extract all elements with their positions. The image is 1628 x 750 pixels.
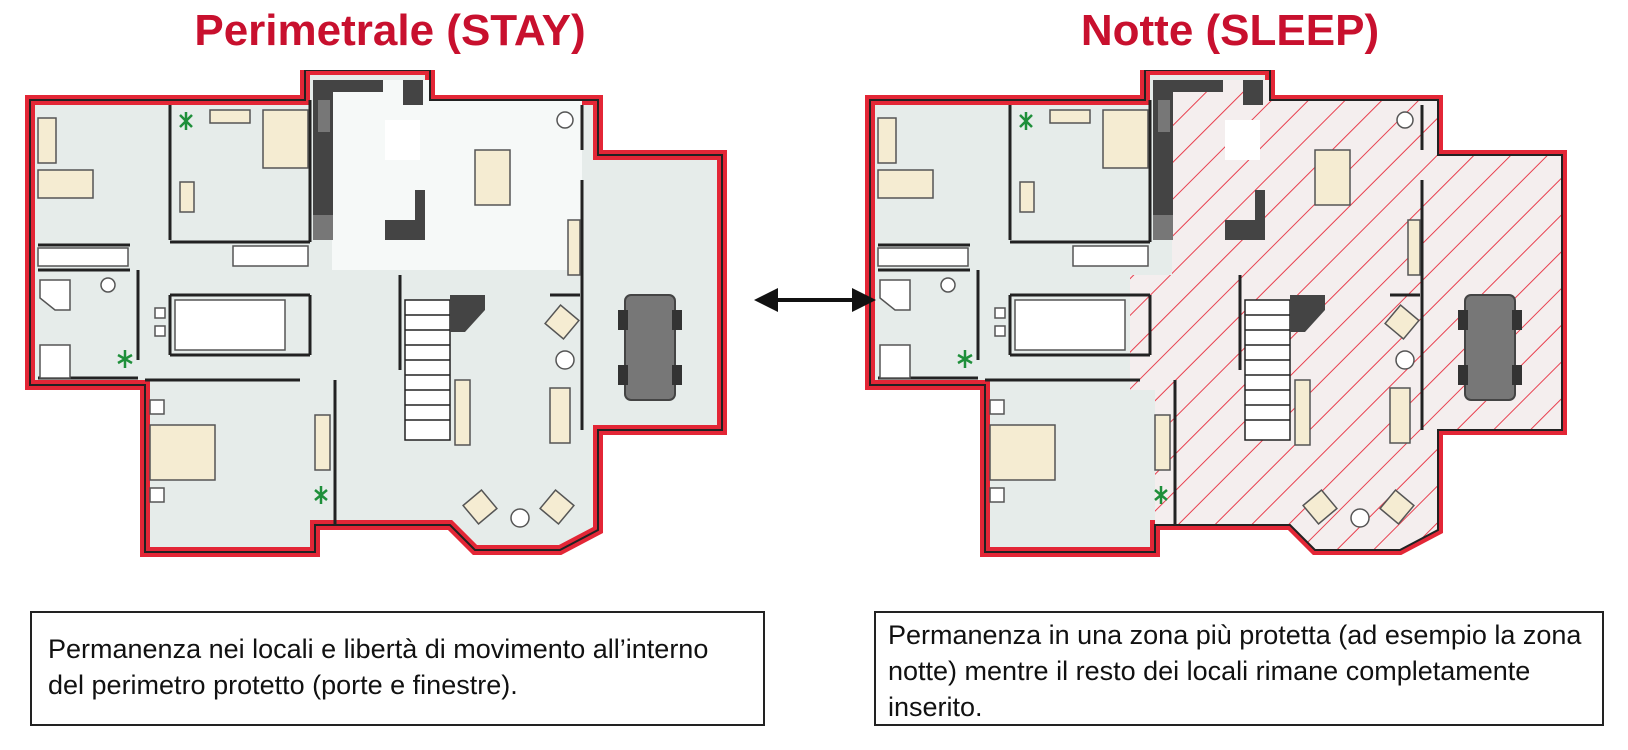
plant-icon	[957, 112, 1168, 504]
floor-plan-perimeter	[25, 70, 727, 557]
floor-plan-night	[865, 70, 1567, 557]
right-mode-description: Permanenza in una zona più protetta (ad …	[874, 611, 1604, 726]
bed-icon	[37, 109, 309, 481]
armchair-icon	[1302, 304, 1420, 525]
left-mode-description: Permanenza nei locali e libertà di movim…	[30, 611, 765, 726]
car-icon	[1458, 294, 1522, 401]
double-headed-arrow-icon	[754, 288, 876, 312]
bed-icon	[877, 109, 1149, 481]
car-icon	[618, 294, 682, 401]
plant-icon	[117, 112, 328, 504]
right-mode-title: Notte (SLEEP)	[1080, 6, 1380, 55]
staircase	[404, 299, 451, 441]
armchair-icon	[462, 304, 580, 525]
staircase	[1244, 299, 1291, 441]
left-mode-title: Perimetrale (STAY)	[194, 6, 586, 55]
